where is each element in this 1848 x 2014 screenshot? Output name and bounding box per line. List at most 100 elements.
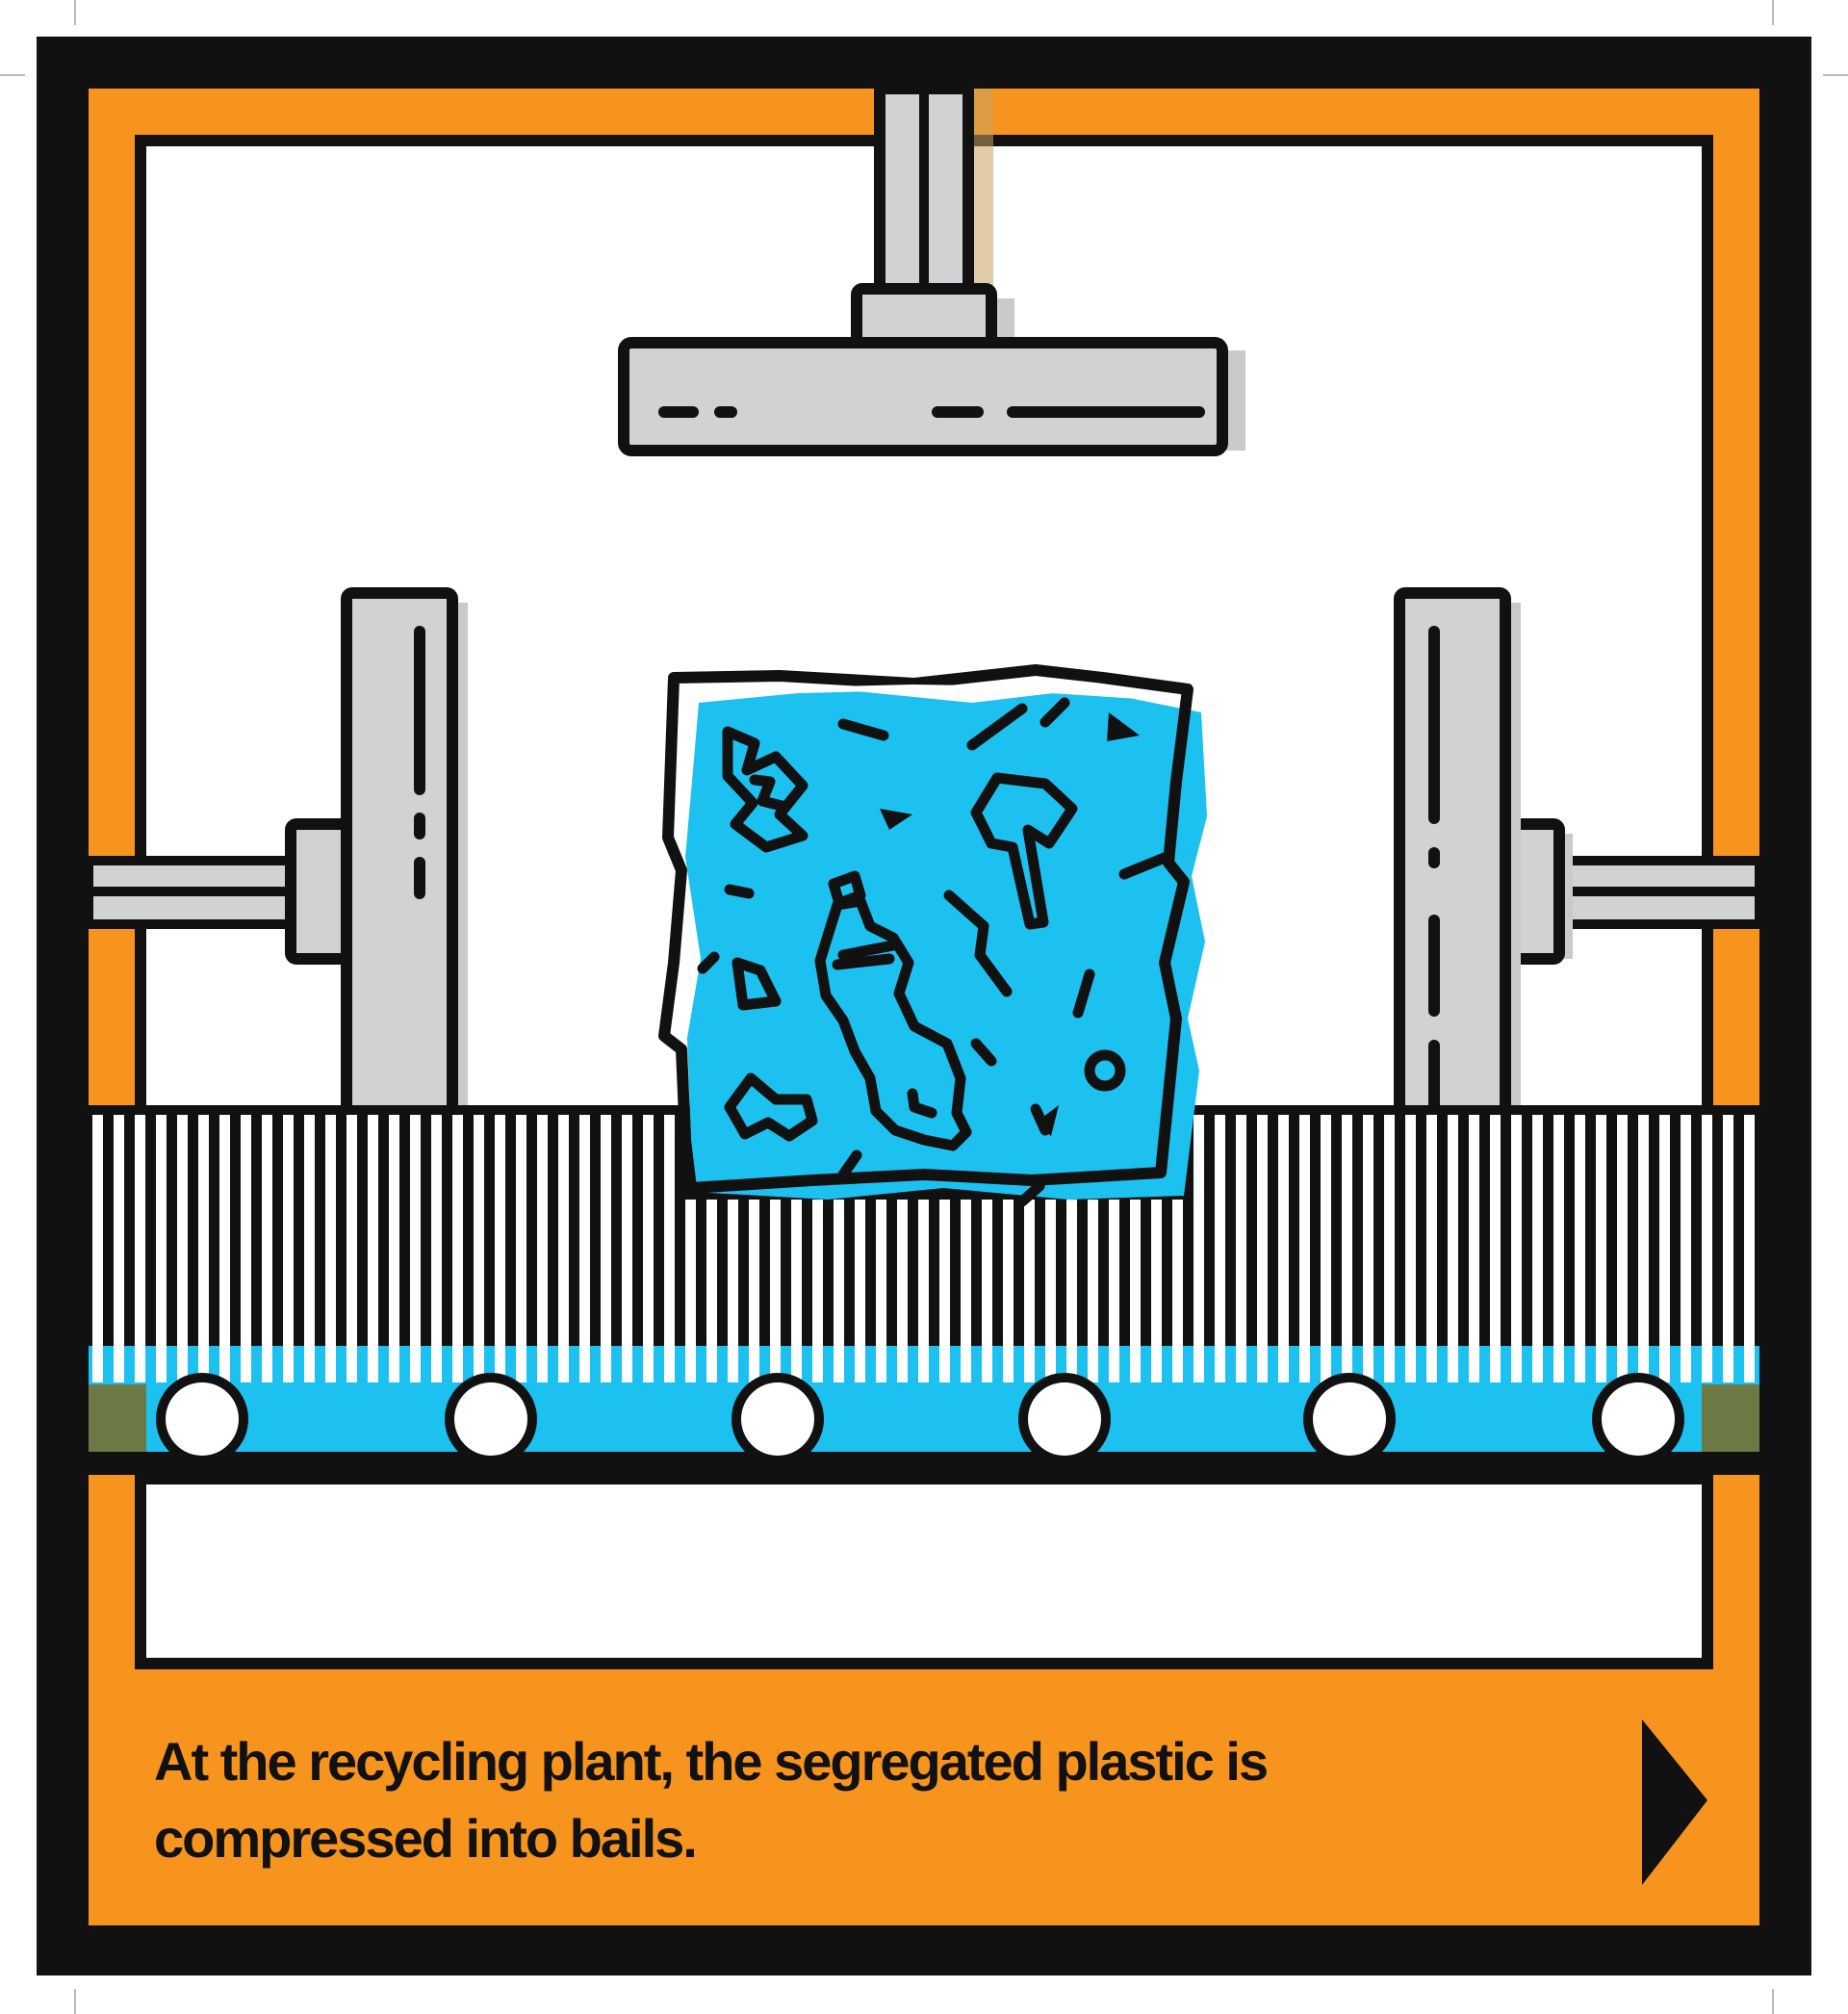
conveyor-slat-lower: [1553, 1346, 1564, 1382]
conveyor-slat: [770, 1200, 781, 1346]
conveyor-slat-lower: [1659, 1346, 1670, 1382]
conveyor-slat-lower: [961, 1346, 971, 1382]
conveyor-slat: [114, 1115, 124, 1346]
conveyor-slat-lower: [1045, 1346, 1056, 1382]
conveyor-slat-lower: [1426, 1346, 1437, 1382]
caption-line-1: At the recycling plant, the segregated p…: [154, 1731, 1269, 1792]
conveyor-slat-lower: [1638, 1346, 1649, 1382]
conveyor-slat: [537, 1115, 548, 1346]
conveyor-slat-lower: [1088, 1346, 1098, 1382]
roller: [1028, 1382, 1101, 1456]
conveyor-slat: [939, 1200, 950, 1346]
plastic-bale-icon: [658, 664, 1207, 1207]
conveyor-slat-lower: [1744, 1346, 1755, 1382]
next-button[interactable]: [1634, 1712, 1713, 1891]
conveyor-slat-lower: [495, 1346, 505, 1382]
conveyor-slat: [1553, 1115, 1564, 1346]
top-press-plate: [618, 337, 1228, 456]
conveyor-slat-lower: [198, 1346, 209, 1382]
conveyor-slat: [1024, 1200, 1035, 1346]
right-side-press: [1394, 587, 1764, 1186]
conveyor-slat: [1659, 1115, 1670, 1346]
conveyor-belt: [89, 1105, 1759, 1475]
conveyor-slat-lower: [368, 1346, 378, 1382]
conveyor-slat-lower: [749, 1346, 759, 1382]
conveyor-slat-lower: [1617, 1346, 1628, 1382]
next-arrow-shape: [1642, 1719, 1707, 1885]
conveyor-slat-lower: [1321, 1346, 1331, 1382]
conveyor-slat: [1511, 1115, 1522, 1346]
left-side-press: [84, 587, 468, 1186]
conveyor-slat-lower: [791, 1346, 802, 1382]
roller: [454, 1382, 527, 1456]
conveyor-slat: [622, 1115, 632, 1346]
conveyor-slat: [918, 1200, 929, 1346]
conveyor-slat: [368, 1115, 378, 1346]
conveyor-slat: [643, 1115, 654, 1346]
roller: [1602, 1382, 1675, 1456]
conveyor-slat: [1151, 1200, 1162, 1346]
conveyor-slat: [1532, 1115, 1543, 1346]
conveyor-slat: [346, 1115, 357, 1346]
conveyor-slat: [579, 1115, 590, 1346]
conveyor-slat: [1088, 1200, 1098, 1346]
conveyor-slat: [1236, 1115, 1246, 1346]
conveyor-slat: [706, 1200, 717, 1346]
conveyor-slat-lower: [897, 1346, 908, 1382]
conveyor-slat-lower: [1511, 1346, 1522, 1382]
conveyor-slat-lower: [876, 1346, 886, 1382]
conveyor-slat: [1426, 1115, 1437, 1346]
conveyor-slat: [855, 1200, 865, 1346]
conveyor-slat: [1469, 1115, 1479, 1346]
conveyor-slat: [1617, 1115, 1628, 1346]
conveyor-slat-lower: [135, 1346, 145, 1382]
conveyor-slat: [876, 1200, 886, 1346]
conveyor-slat-lower: [219, 1346, 230, 1382]
conveyor-slat-lower: [1257, 1346, 1268, 1382]
conveyor-slat: [452, 1115, 463, 1346]
conveyor-slat: [219, 1115, 230, 1346]
bottle-icon: [814, 870, 972, 1151]
conveyor-slat: [198, 1115, 209, 1346]
caption-line-2: compressed into bails.: [154, 1808, 698, 1869]
conveyor-slat: [325, 1115, 336, 1346]
conveyor-slat-lower: [1194, 1346, 1204, 1382]
conveyor-slat-lower: [939, 1346, 950, 1382]
conveyor-slat-lower: [114, 1346, 124, 1382]
conveyor-slat: [389, 1115, 399, 1346]
conveyor-slat-lower: [241, 1346, 251, 1382]
conveyor-slat: [1194, 1115, 1204, 1346]
conveyor-left-band: [89, 1384, 146, 1452]
conveyor-slat: [961, 1200, 971, 1346]
conveyor-slat-lower: [516, 1346, 526, 1382]
conveyor-slat-lower: [1575, 1346, 1585, 1382]
conveyor-slat-lower: [283, 1346, 294, 1382]
conveyor-slat: [897, 1200, 908, 1346]
conveyor-slat-lower: [1003, 1346, 1014, 1382]
conveyor-slat-lower: [918, 1346, 929, 1382]
conveyor-slat: [474, 1115, 484, 1346]
conveyor-slat-lower: [1469, 1346, 1479, 1382]
conveyor-slat: [1384, 1115, 1395, 1346]
conveyor-slat: [812, 1200, 823, 1346]
conveyor-slat-lower: [92, 1346, 103, 1382]
conveyor-slat: [1723, 1115, 1733, 1346]
conveyor-slat: [1257, 1115, 1268, 1346]
conveyor-slat: [1130, 1200, 1141, 1346]
conveyor-slat-lower: [601, 1346, 611, 1382]
conveyor-slat: [283, 1115, 294, 1346]
conveyor-slat: [1702, 1115, 1712, 1346]
conveyor-slat-lower: [156, 1346, 167, 1382]
conveyor-slat-lower: [643, 1346, 654, 1382]
conveyor-slat: [1596, 1115, 1606, 1346]
conveyor-slat-lower: [537, 1346, 548, 1382]
conveyor-slat: [1575, 1115, 1585, 1346]
conveyor-slat-lower: [1151, 1346, 1162, 1382]
conveyor-slat: [728, 1200, 738, 1346]
conveyor-slat-lower: [474, 1346, 484, 1382]
conveyor-slat: [834, 1200, 844, 1346]
conveyor-slat-lower: [1384, 1346, 1395, 1382]
conveyor-slat-lower: [812, 1346, 823, 1382]
conveyor-slat-lower: [1236, 1346, 1246, 1382]
